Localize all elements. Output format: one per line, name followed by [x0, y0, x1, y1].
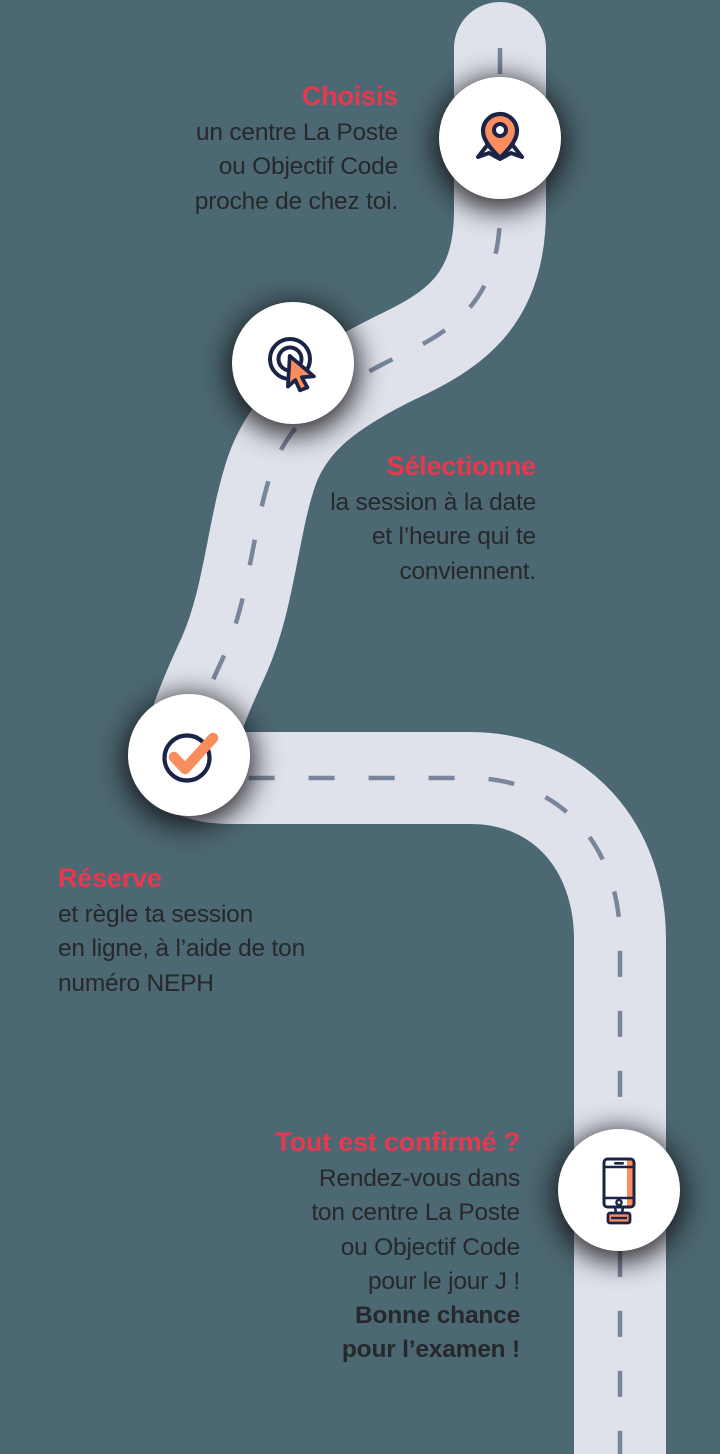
step-node-click-cursor[interactable]	[232, 302, 354, 424]
step-node-smartphone-stand[interactable]	[558, 1129, 680, 1251]
step-line-2-2: et l’heure qui te	[371, 523, 536, 551]
step-line-4-2: ton centre La Poste	[311, 1199, 520, 1227]
step-line-4-3: ou Objectif Code	[340, 1233, 520, 1261]
step-heading-4: Tout est confirmé ?	[275, 1127, 520, 1157]
step-text-4: Tout est confirmé ? Rendez-vous dans ton…	[190, 1126, 520, 1368]
step-node-check-circle[interactable]	[128, 694, 250, 816]
step-line-2-1: la session à la date	[330, 488, 536, 516]
step-line-2-3: conviennent.	[399, 557, 536, 585]
step-text-3: Réserve et règle ta session en ligne, à …	[58, 862, 358, 1001]
step-heading-2: Sélectionne	[386, 451, 537, 481]
step-line-1-1: un centre La Poste	[195, 118, 398, 146]
step-line-3-1: et règle ta session	[58, 900, 254, 928]
step-line-4-6: pour l’examen !	[341, 1336, 520, 1364]
step-heading-3: Réserve	[58, 863, 162, 893]
step-heading-1: Choisis	[301, 81, 398, 111]
step-line-1-3: proche de chez toi.	[194, 187, 398, 215]
map-pin-icon	[467, 105, 533, 171]
step-text-2: Sélectionne la session à la date et l’he…	[250, 450, 536, 589]
step-node-map-pin[interactable]	[439, 77, 561, 199]
step-text-1: Choisis un centre La Poste ou Objectif C…	[60, 80, 398, 219]
step-line-3-3: numéro NEPH	[58, 969, 214, 997]
step-line-1-2: ou Objectif Code	[218, 153, 398, 181]
step-line-4-1: Rendez-vous dans	[318, 1164, 520, 1192]
step-line-4-4: pour le jour J !	[367, 1267, 520, 1295]
smartphone-stand-icon	[589, 1153, 649, 1227]
check-circle-icon	[156, 722, 222, 788]
step-line-4-5: Bonne chance	[354, 1302, 520, 1330]
step-line-3-2: en ligne, à l’aide de ton	[58, 935, 305, 963]
click-cursor-icon	[261, 331, 325, 395]
